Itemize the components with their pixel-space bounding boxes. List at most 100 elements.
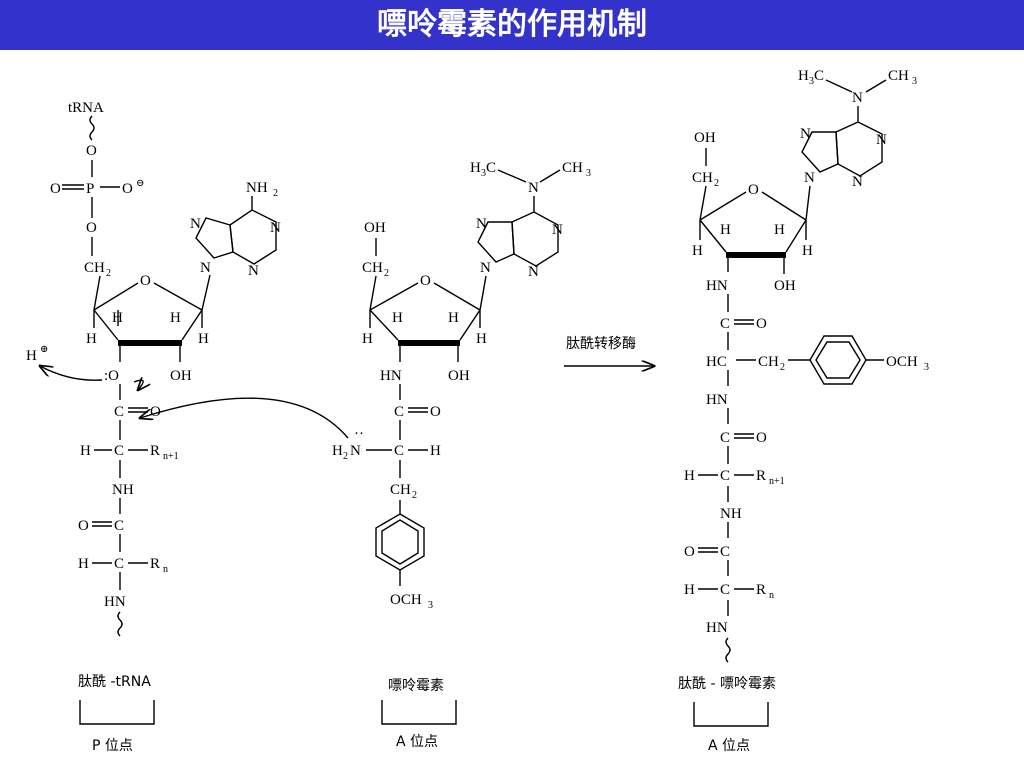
carbonyl-o: O bbox=[756, 316, 767, 332]
positive-charge: ⊕ bbox=[40, 344, 48, 355]
methyl-left: H bbox=[798, 68, 809, 84]
amide-hn: HN bbox=[706, 392, 728, 408]
alpha-c: C bbox=[114, 556, 124, 572]
peptidyl-trna-structure: tRNA O O P O ⊖ O CH 2 O H H H H OH :O bbox=[26, 100, 281, 637]
atom-n: N bbox=[852, 174, 863, 190]
atom-h: H bbox=[684, 582, 695, 598]
amide-hn: HN bbox=[104, 594, 126, 610]
atom-o: O bbox=[122, 181, 133, 197]
atom-h: H bbox=[774, 222, 785, 238]
carbonyl-o: O bbox=[430, 404, 441, 420]
atom-o: O bbox=[50, 181, 61, 197]
carbonyl-c: C bbox=[394, 404, 404, 420]
methyl-right: CH bbox=[562, 160, 583, 176]
atom-n: N bbox=[270, 220, 281, 236]
alpha-c: C bbox=[114, 443, 124, 459]
proton: H bbox=[26, 348, 37, 364]
ch2-label: CH bbox=[362, 260, 383, 276]
svg-text:n+1: n+1 bbox=[163, 451, 179, 462]
nucleophilic-attack-arrow bbox=[140, 397, 349, 439]
svg-text:3: 3 bbox=[912, 76, 917, 87]
svg-text:··: ·· bbox=[354, 426, 364, 442]
side-chain-rn1: R bbox=[756, 468, 766, 484]
hydroxyl: OH bbox=[364, 220, 386, 236]
side-chain-rn: R bbox=[150, 556, 160, 572]
atom-n: N bbox=[476, 216, 487, 232]
svg-text:n: n bbox=[163, 564, 168, 575]
atom-o: O bbox=[86, 220, 97, 236]
carbonyl-o: O bbox=[756, 430, 767, 446]
alpha-hc: HC bbox=[706, 354, 727, 370]
svg-text:N: N bbox=[350, 443, 361, 459]
svg-text:2: 2 bbox=[384, 268, 389, 279]
title-bar bbox=[0, 0, 1024, 50]
ch2-label: CH bbox=[758, 354, 779, 370]
hydroxyl: OH bbox=[774, 278, 796, 294]
amide-nh: NH bbox=[720, 506, 742, 522]
carbonyl-c: C bbox=[114, 404, 124, 420]
proton-transfer-arrow bbox=[40, 366, 103, 381]
methyl-left: H bbox=[470, 160, 481, 176]
atom-o: O bbox=[86, 143, 97, 159]
atom-h: H bbox=[362, 331, 373, 347]
dimethylamino-n: N bbox=[852, 90, 863, 106]
atom-h: H bbox=[80, 443, 91, 459]
puromycin-structure: H 3 C N CH 3 N N N N OH CH 2 O H H H H bbox=[332, 160, 591, 611]
atom-h: H bbox=[170, 310, 181, 326]
lone-pair-o: :O bbox=[104, 368, 119, 384]
atom-h: H bbox=[720, 222, 731, 238]
atom-n: N bbox=[200, 260, 211, 276]
carbonyl-c: C bbox=[114, 518, 124, 534]
ring-oxygen: O bbox=[748, 182, 759, 198]
alpha-c: C bbox=[720, 468, 730, 484]
carbonyl-c: C bbox=[720, 544, 730, 560]
a-site-label: A 位点 bbox=[708, 738, 750, 754]
ch2-label: CH bbox=[692, 170, 713, 186]
carbonyl-o: O bbox=[684, 544, 695, 560]
methoxy-group: OCH bbox=[390, 592, 422, 608]
peptidyl-puromycin-structure: H 3 C N CH 3 N N N N OH CH 2 O H H H H O… bbox=[684, 68, 929, 663]
atom-n: N bbox=[480, 260, 491, 276]
alpha-c: C bbox=[394, 443, 404, 459]
captions: 肽酰 -tRNA P 位点 嘌呤霉素 A 位点 肽酰 - 嘌呤霉素 A 位点 bbox=[78, 674, 776, 754]
caption-peptidyl-puromycin: 肽酰 - 嘌呤霉素 bbox=[678, 676, 776, 692]
bracket bbox=[79, 700, 155, 725]
slide-title: 嘌呤霉素的作用机制 bbox=[377, 7, 647, 42]
caption-puromycin: 嘌呤霉素 bbox=[388, 678, 444, 694]
electron-arrow bbox=[133, 380, 143, 390]
atom-n: N bbox=[800, 126, 811, 142]
svg-text:2: 2 bbox=[412, 490, 417, 501]
carbonyl-c: C bbox=[720, 430, 730, 446]
carbonyl-c: C bbox=[720, 316, 730, 332]
dimethylamino-n: N bbox=[528, 180, 539, 196]
svg-text:n+1: n+1 bbox=[769, 476, 785, 487]
svg-text:2: 2 bbox=[780, 362, 785, 373]
carbonyl-o: O bbox=[150, 404, 161, 420]
amide-hn: HN bbox=[380, 368, 402, 384]
atom-h: H bbox=[86, 331, 97, 347]
atom-h: H bbox=[448, 310, 459, 326]
mechanism-diagram: tRNA O O P O ⊖ O CH 2 O H H H H OH :O bbox=[26, 68, 929, 754]
enzyme-label: 肽酰转移酶 bbox=[566, 336, 636, 352]
svg-text:2: 2 bbox=[343, 451, 348, 462]
svg-text:C: C bbox=[486, 160, 496, 176]
side-chain-rn1: R bbox=[150, 443, 160, 459]
ch2-label: CH bbox=[84, 260, 105, 276]
a-site-label: A 位点 bbox=[396, 734, 438, 750]
alpha-c: C bbox=[720, 582, 730, 598]
atom-n: N bbox=[876, 132, 887, 148]
svg-text:3: 3 bbox=[586, 168, 591, 179]
svg-text:3: 3 bbox=[924, 362, 929, 373]
reaction-arrow: 肽酰转移酶 bbox=[564, 336, 654, 366]
svg-text:3: 3 bbox=[481, 168, 486, 179]
atom-h: H bbox=[476, 331, 487, 347]
methyl-right: CH bbox=[888, 68, 909, 84]
svg-text:n: n bbox=[769, 590, 774, 601]
hydroxyl: OH bbox=[448, 368, 470, 384]
amide-hn: HN bbox=[706, 278, 728, 294]
p-site-label: P 位点 bbox=[92, 738, 133, 754]
svg-text:2: 2 bbox=[106, 268, 111, 279]
negative-charge: ⊖ bbox=[136, 178, 144, 189]
hydroxyl: OH bbox=[694, 130, 716, 146]
atom-h: H bbox=[198, 331, 209, 347]
